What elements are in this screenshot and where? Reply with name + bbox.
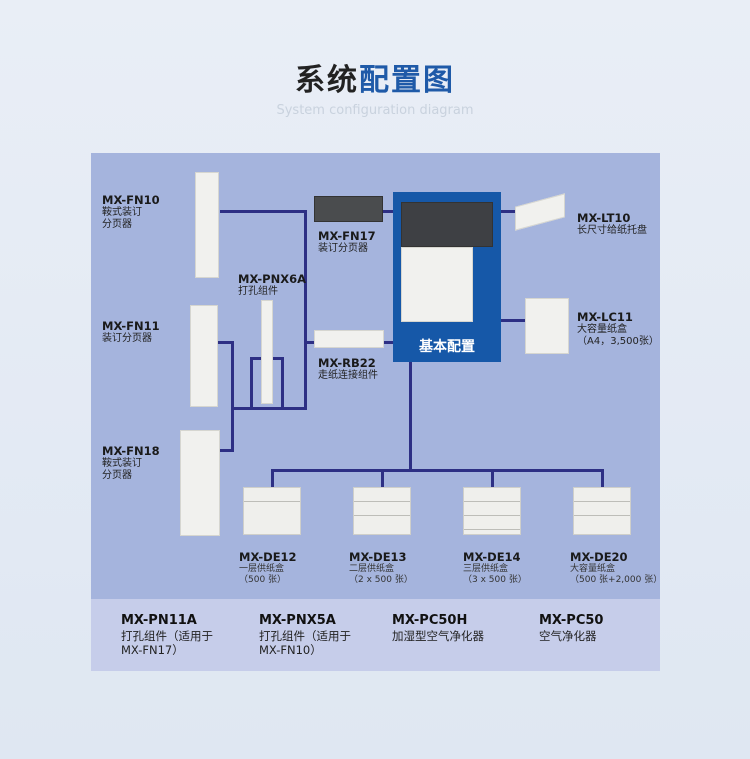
mx-lc11-image <box>525 298 569 354</box>
page-title: 系统配置图 <box>0 55 750 99</box>
mx-de13-image <box>353 487 411 535</box>
mx-rb22-image <box>314 330 384 348</box>
copier-scanner-image <box>401 202 493 247</box>
options-panel <box>91 599 660 671</box>
mx-pnx6a-image <box>261 300 273 404</box>
mx-de12-image <box>243 487 301 535</box>
mx-de14-image <box>463 487 521 535</box>
title-highlight: 配置图 <box>359 63 455 98</box>
mx-fn10-image <box>195 172 219 278</box>
base-configuration[interactable]: 基本配置 <box>393 192 501 362</box>
mx-de20-image <box>573 487 631 535</box>
mx-fn11-image <box>190 305 218 407</box>
mx-fn18-image <box>180 430 220 536</box>
mx-fn17-image <box>314 196 383 222</box>
page-subtitle: System configuration diagram <box>276 103 474 118</box>
base-configuration-label: 基本配置 <box>419 339 475 355</box>
copier-body-image <box>401 247 473 322</box>
title-prefix: 系统 <box>295 63 359 98</box>
